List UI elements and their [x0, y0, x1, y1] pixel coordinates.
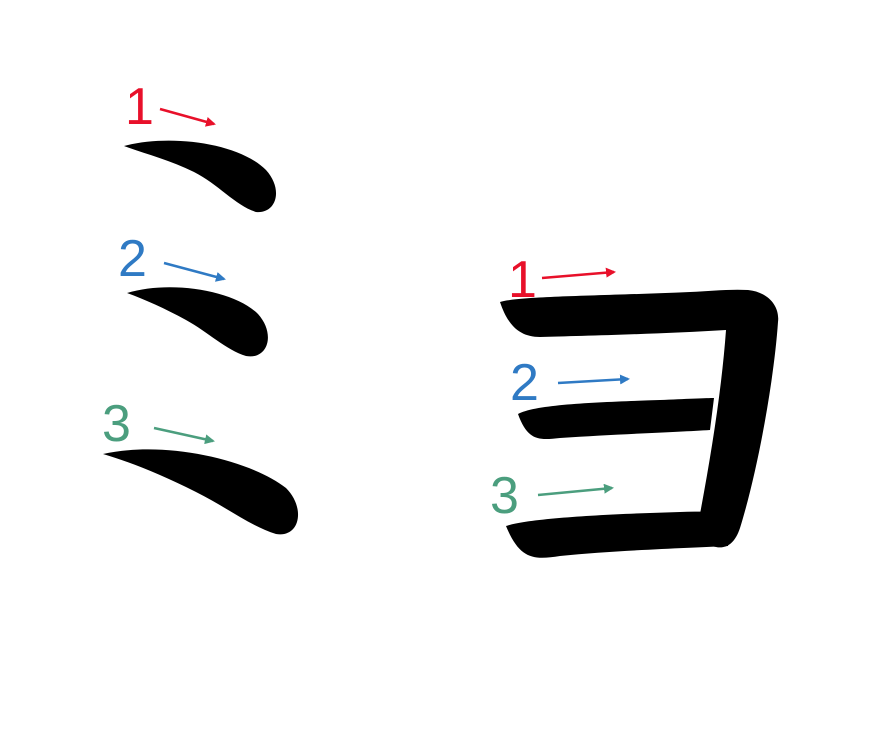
- character-yo: 1 2 3: [490, 251, 779, 558]
- yo-stroke-2: [518, 398, 714, 440]
- mi-stroke-2: [127, 287, 268, 357]
- yo-step-1-arrow: [541, 267, 616, 280]
- mi-step-3-number: 3: [102, 395, 131, 453]
- mi-step-2-arrow: [163, 261, 226, 282]
- mi-step-3-arrow: [153, 426, 215, 445]
- yo-stroke-1: [500, 289, 779, 548]
- mi-step-1-number: 1: [125, 78, 154, 136]
- yo-step-2-arrow: [557, 374, 630, 385]
- mi-step-2-number: 2: [118, 230, 147, 288]
- yo-step-3-number: 3: [490, 467, 519, 525]
- character-mi: 1 2 3: [102, 78, 299, 535]
- yo-step-3-arrow: [537, 483, 614, 497]
- mi-step-1-arrow: [159, 107, 216, 127]
- mi-stroke-3: [103, 449, 299, 535]
- yo-stroke-3: [506, 511, 732, 558]
- yo-step-1-number: 1: [508, 251, 537, 309]
- mi-stroke-1: [124, 140, 277, 213]
- yo-step-2-number: 2: [510, 354, 539, 412]
